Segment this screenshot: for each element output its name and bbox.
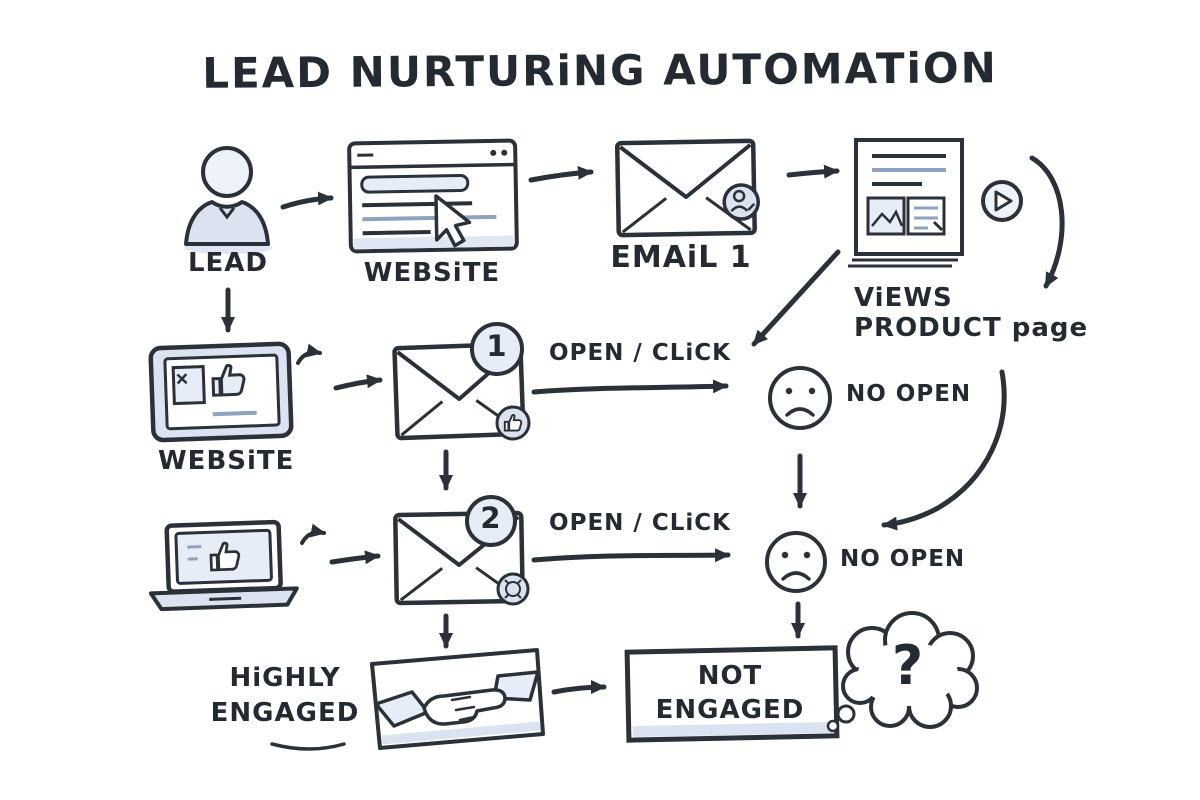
email-step-1-badge-number: 1 (486, 329, 508, 363)
arrow-product-to-open-click (751, 249, 841, 347)
arrow-laptop-to-email-step2 (329, 550, 381, 565)
views-product-label-line1: ViEWS (854, 283, 953, 313)
highly-engaged-label-line2: ENGAGED (210, 698, 360, 728)
arrow-website-to-email1 (528, 165, 594, 183)
social-post-tablet-icon (148, 341, 294, 443)
arrow-page-curve-to-row3 (881, 369, 1007, 531)
open-click-2-label: OPEN / CLiCK (549, 510, 731, 536)
step-2-badge (465, 495, 517, 547)
arrow-handshake-to-not-engaged (551, 680, 607, 695)
flow-arrows (221, 155, 1065, 751)
diagram-title: LEAD NURTURiNG AUTOMATiON (202, 43, 998, 98)
not-engaged-label-line1: NOT (697, 661, 763, 691)
arrow-product-curve-down (1029, 155, 1065, 289)
handshake-icon (370, 648, 545, 750)
email-1-icon (614, 138, 760, 238)
question-mark: ? (891, 634, 925, 697)
website-left-label: WEBSiTE (158, 446, 295, 476)
highly-engaged-label-line1: HiGHLY (229, 663, 341, 693)
play-icon (981, 180, 1023, 222)
not-engaged-label-line2: ENGAGED (655, 695, 805, 725)
arrow-lead-to-website (280, 191, 334, 210)
lead-label: LEAD (187, 248, 269, 278)
website-browser-icon (347, 138, 519, 254)
cursor-icon (434, 194, 472, 248)
open-click-1-label: OPEN / CLiCK (549, 340, 731, 366)
no-open-2-label: NO OPEN (840, 546, 966, 572)
arrow-open-click-1 (531, 379, 729, 395)
website-top-label: WEBSiTE (363, 258, 501, 288)
step-1-badge (470, 322, 524, 376)
email-step-2-badge-number: 2 (480, 501, 502, 535)
flick-mark-1 (296, 343, 322, 365)
arrow-tablet-to-email-step1 (333, 374, 383, 391)
sad-face-2-icon (765, 531, 827, 593)
laptop-icon (148, 519, 299, 612)
contact-badge-icon (722, 183, 760, 221)
thumb-chip-icon (495, 405, 531, 441)
email1-label: EMAiL 1 (610, 240, 752, 275)
flick-mark-2 (300, 523, 326, 545)
gear-chip-icon (496, 572, 530, 606)
sad-face-1-icon (768, 366, 832, 430)
no-open-1-label: NO OPEN (846, 381, 972, 407)
not-engaged-box (624, 645, 840, 743)
arrow-open-click-2 (531, 548, 731, 563)
product-page-icon (848, 138, 964, 268)
lead-person-icon (184, 146, 272, 254)
question-cloud (826, 611, 979, 733)
underline-engaged (270, 742, 346, 751)
arrow-email1-to-product (786, 164, 840, 179)
views-product-label-line2: PRODUCT page (854, 313, 1089, 343)
